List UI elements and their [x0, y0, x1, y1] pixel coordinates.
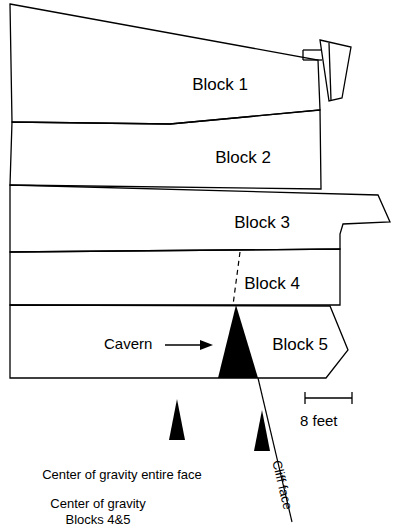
rock-block: Block 2 [10, 110, 321, 189]
rock-block: Block 5 [10, 305, 348, 378]
annotation-label: Cavern [104, 336, 174, 352]
leader-line [165, 344, 202, 346]
block-outline-svg [10, 185, 390, 252]
scale-tick [304, 392, 305, 404]
anchor-bar [302, 50, 303, 60]
block-label: Block 1 [192, 75, 248, 95]
gravity-marker [254, 410, 270, 451]
rock-block: Block 4 [10, 249, 340, 305]
block-outline [10, 305, 348, 378]
block-label: Block 3 [234, 213, 290, 233]
scale-line [305, 397, 352, 398]
block-outline [10, 249, 340, 305]
cavern-shape [218, 305, 258, 378]
anchor-plate-edge [329, 43, 331, 100]
block-label: Block 5 [272, 335, 328, 355]
block-label: Block 4 [244, 274, 300, 294]
arrow-head [200, 340, 213, 350]
anchor-plate [320, 40, 351, 101]
block-outline [10, 185, 390, 252]
scale-tick [351, 392, 352, 404]
block-outline [10, 4, 320, 124]
block-outline [10, 110, 321, 189]
block-outline-svg [10, 110, 321, 189]
rock-block: Block 3 [10, 185, 390, 252]
anchor-bar [303, 49, 322, 50]
annotation-label: Center of gravity Blocks 4&5 [33, 496, 163, 527]
block-label: Block 2 [215, 148, 271, 168]
scale-bar [305, 392, 352, 404]
gravity-marker [169, 399, 185, 440]
rock-block: Block 1 [10, 4, 320, 124]
annotation-label: 8 feet [300, 413, 360, 429]
rock-anchor [303, 40, 351, 101]
crack-line [233, 252, 240, 305]
block-outline-svg [10, 4, 320, 124]
annotation-label: Cliff face [266, 449, 298, 521]
annotation-label: Center of gravity entire face [22, 467, 222, 483]
